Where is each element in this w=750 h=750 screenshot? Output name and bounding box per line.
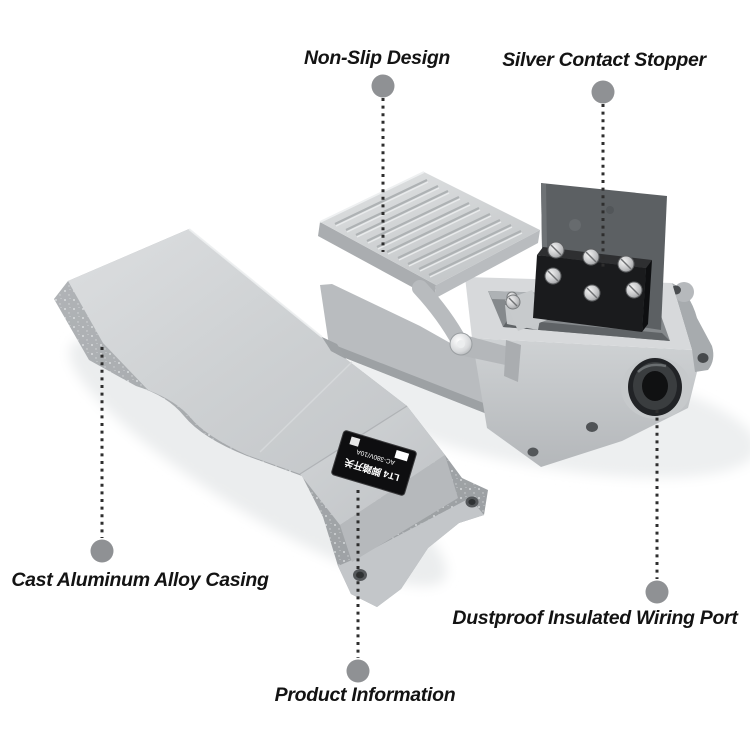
closed-foot-switch: LT4 脚踏开关 AC-380V/10A [54, 228, 488, 607]
leader-dot-dustproof [645, 580, 669, 604]
screw-hole [527, 447, 539, 457]
leader-dot-silver-contact [591, 80, 615, 104]
annotation-cast-aluminum-casing: Cast Aluminum Alloy Casing [11, 569, 269, 591]
ribbed-pedal-plate [318, 171, 540, 299]
switch-contact-block [533, 241, 652, 332]
annotation-product-information: Product Information [274, 684, 456, 706]
heel-wall [340, 455, 458, 562]
leader-dot-cast-aluminum [90, 539, 114, 563]
annotation-silver-contact-stopper: Silver Contact Stopper [502, 49, 706, 71]
leader-dot-product-info [346, 659, 370, 683]
edge-notch [322, 337, 346, 359]
wiring-port-gland [621, 357, 691, 419]
annotation-dustproof-wiring-port: Dustproof Insulated Wiring Port [452, 607, 738, 629]
mounting-flange [338, 498, 484, 607]
screw-hole [697, 353, 709, 363]
hinge-lever [412, 280, 521, 382]
leader-dot-non-slip [371, 74, 395, 98]
annotation-non-slip-design: Non-Slip Design [303, 47, 451, 69]
sticker-logo-box [394, 449, 410, 462]
product-label-sticker: LT4 脚踏开关 AC-380V/10A [331, 430, 417, 496]
casing-top [68, 229, 407, 474]
screw-hole [586, 422, 598, 432]
box-right-wall [672, 283, 714, 372]
